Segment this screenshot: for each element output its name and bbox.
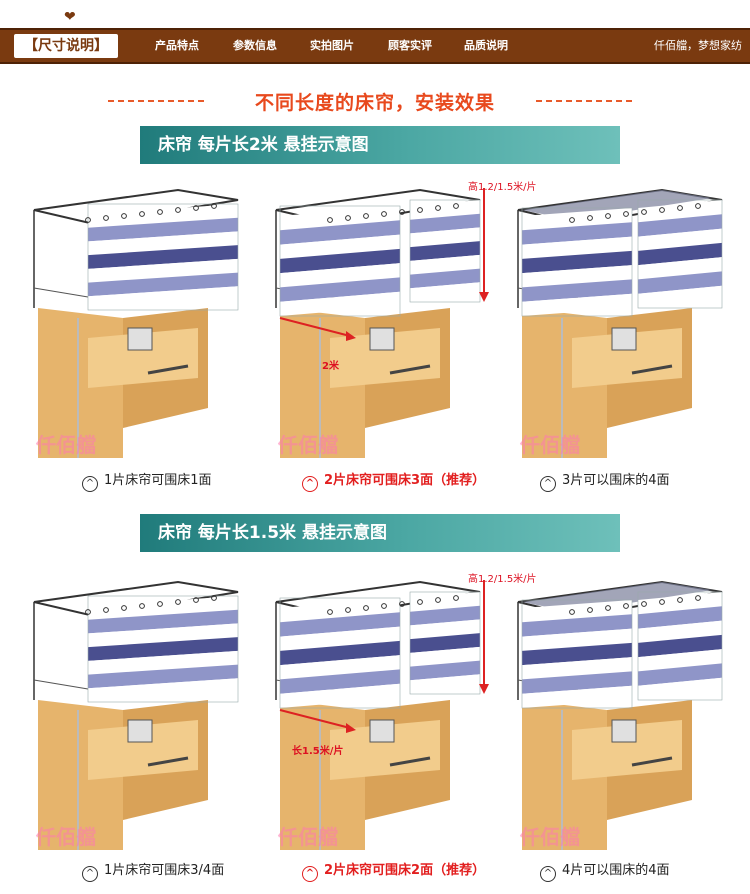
headline-dash-right: [536, 100, 632, 102]
caption-1-2: ^2片床帘可围床3面（推荐）: [302, 472, 485, 492]
bed-illustration: 仟佰艡: [270, 560, 500, 850]
chevron-up-icon: ^: [302, 476, 318, 492]
page-headline: 不同长度的床帘，安装效果: [0, 88, 750, 115]
watermark-logo: 仟佰艡: [35, 433, 96, 457]
caption-1-3: ^3片可以围床的4面: [540, 472, 670, 492]
bed-illustration: 仟佰艡: [28, 168, 258, 458]
nav-item-features[interactable]: 产品特点: [155, 39, 199, 52]
chevron-up-icon: ^: [302, 866, 318, 882]
chevron-up-icon: ^: [82, 476, 98, 492]
nav-item-reviews[interactable]: 顾客实评: [388, 39, 432, 52]
watermark-logo: 仟佰艡: [277, 433, 338, 457]
nav-item-params[interactable]: 参数信息: [233, 39, 277, 52]
headline-text: 不同长度的床帘，安装效果: [254, 92, 495, 114]
bed-illustration: 仟佰艡: [512, 560, 742, 850]
height-note-1: 高1.2/1.5米/片: [468, 182, 537, 193]
watermark-logo: 仟佰艡: [277, 825, 338, 849]
brand-slogan: 仟佰艡，梦想家纺: [654, 39, 742, 52]
length-note-1: 2米: [322, 361, 339, 372]
headline-dash-left: [108, 100, 204, 102]
caption-1-1: ^1片床帘可围床1面: [82, 472, 212, 492]
bed-illustration: 仟佰艡: [270, 168, 500, 458]
nav-item-quality[interactable]: 品质说明: [464, 39, 508, 52]
watermark-logo: 仟佰艡: [519, 825, 580, 849]
bed-illustration: 仟佰艡: [512, 168, 742, 458]
watermark-logo: 仟佰艡: [35, 825, 96, 849]
chevron-up-icon: ^: [82, 866, 98, 882]
heart-icon: ❤: [64, 9, 76, 25]
section-title-1-5m: 床帘 每片长1.5米 悬挂示意图: [140, 514, 620, 552]
watermark-logo: 仟佰艡: [519, 433, 580, 457]
chevron-up-icon: ^: [540, 866, 556, 882]
caption-2-1: ^1片床帘可围床3/4面: [82, 862, 224, 882]
length-note-2: 长1.5米/片: [292, 746, 344, 757]
nav-item-photos[interactable]: 实拍图片: [310, 39, 354, 52]
caption-2-2: ^2片床帘可围床2面（推荐）: [302, 862, 485, 882]
top-nav-bar: ❤ 【尺寸说明】 产品特点 参数信息 实拍图片 顾客实评 品质说明 仟佰艡，梦想…: [0, 10, 750, 64]
brand-tab[interactable]: 【尺寸说明】: [14, 34, 118, 58]
bed-illustration: 仟佰艡: [28, 560, 258, 850]
chevron-up-icon: ^: [540, 476, 556, 492]
section-title-2m: 床帘 每片长2米 悬挂示意图: [140, 126, 620, 164]
caption-2-3: ^4片可以围床的4面: [540, 862, 670, 882]
height-note-2: 高1.2/1.5米/片: [468, 574, 537, 585]
